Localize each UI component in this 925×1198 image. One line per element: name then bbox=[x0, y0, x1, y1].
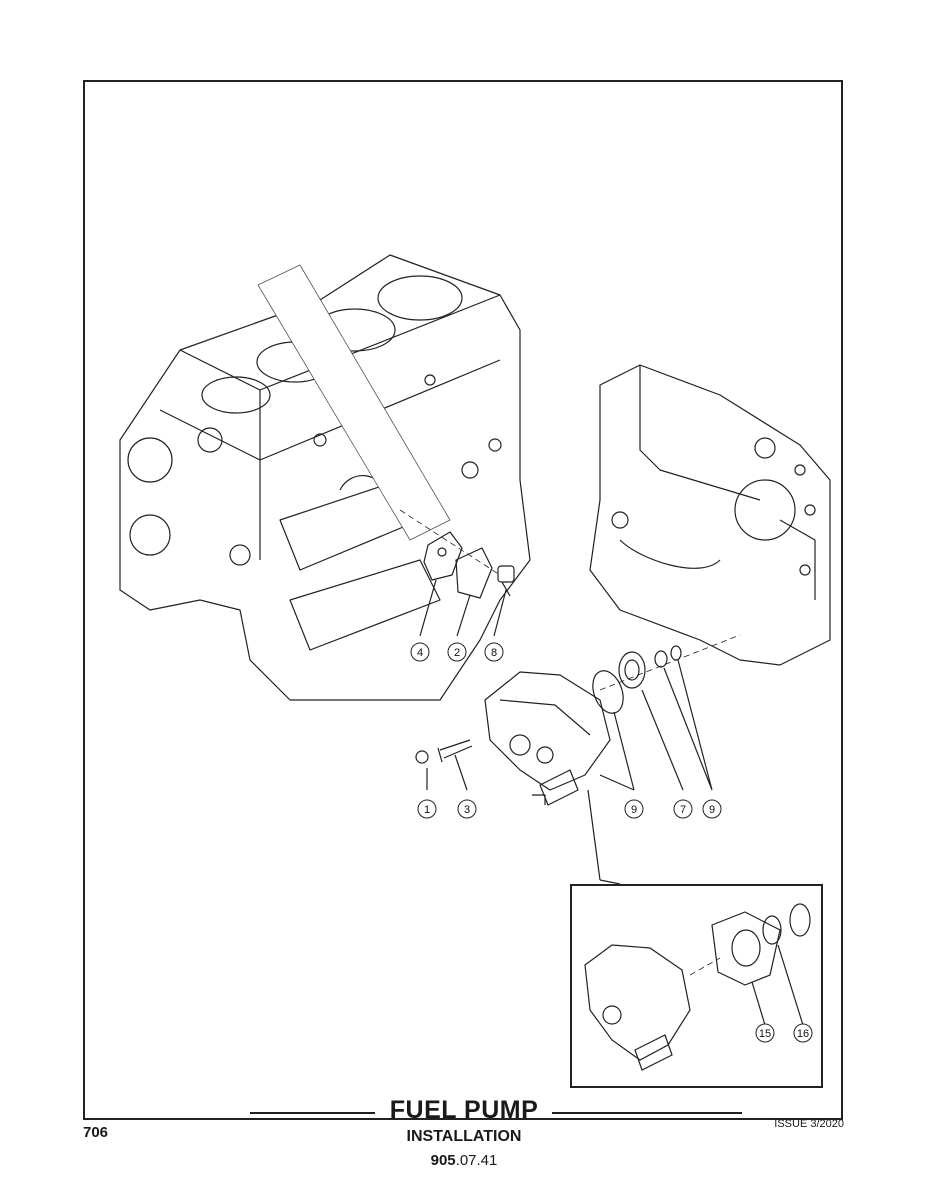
inset-detail-box bbox=[570, 884, 823, 1088]
callout-3-label: 3 bbox=[464, 804, 470, 816]
inset-detail-drawing bbox=[584, 903, 811, 1071]
timing-cover bbox=[589, 364, 831, 666]
callout-4-label: 4 bbox=[417, 647, 423, 659]
callout-9a-circle bbox=[624, 799, 644, 819]
callout-3-circle bbox=[457, 799, 477, 819]
callout-1-label: 1 bbox=[424, 804, 430, 816]
callout-8-label: 8 bbox=[491, 647, 497, 659]
page-title: FUEL PUMP bbox=[389, 1096, 539, 1124]
section-code-minor: .07.41 bbox=[455, 1152, 498, 1169]
callout-9a-label: 9 bbox=[631, 804, 637, 816]
drawing-frame bbox=[83, 80, 843, 1120]
callout-4-circle bbox=[410, 642, 430, 662]
section-code: 905.07.41 bbox=[380, 1152, 548, 1169]
callout-2-label: 2 bbox=[454, 647, 460, 659]
page-number: 706 bbox=[83, 1124, 109, 1141]
page-subtitle: INSTALLATION bbox=[406, 1128, 522, 1145]
callout-2-circle bbox=[447, 642, 467, 662]
callout-7-circle bbox=[673, 799, 693, 819]
callout-15-label: 15 bbox=[759, 1028, 771, 1040]
callout-7-label: 7 bbox=[680, 804, 686, 816]
callout-9b-label: 9 bbox=[709, 804, 715, 816]
callout-8-circle bbox=[484, 642, 504, 662]
section-code-major: 905 bbox=[430, 1152, 456, 1169]
gasket-plate-bolt bbox=[423, 531, 515, 599]
callout-15-circle bbox=[755, 1023, 775, 1043]
fuel-pump bbox=[415, 671, 611, 806]
callout-16-label: 16 bbox=[797, 1028, 809, 1040]
callout-1-circle bbox=[417, 799, 437, 819]
title-rule-left bbox=[250, 1112, 375, 1114]
callout-16-circle bbox=[793, 1023, 813, 1043]
callout-9b-circle bbox=[702, 799, 722, 819]
title-rule-right bbox=[552, 1112, 742, 1114]
oring-gear-washers bbox=[592, 645, 682, 714]
issue-date: ISSUE 3/2020 bbox=[774, 1118, 844, 1130]
